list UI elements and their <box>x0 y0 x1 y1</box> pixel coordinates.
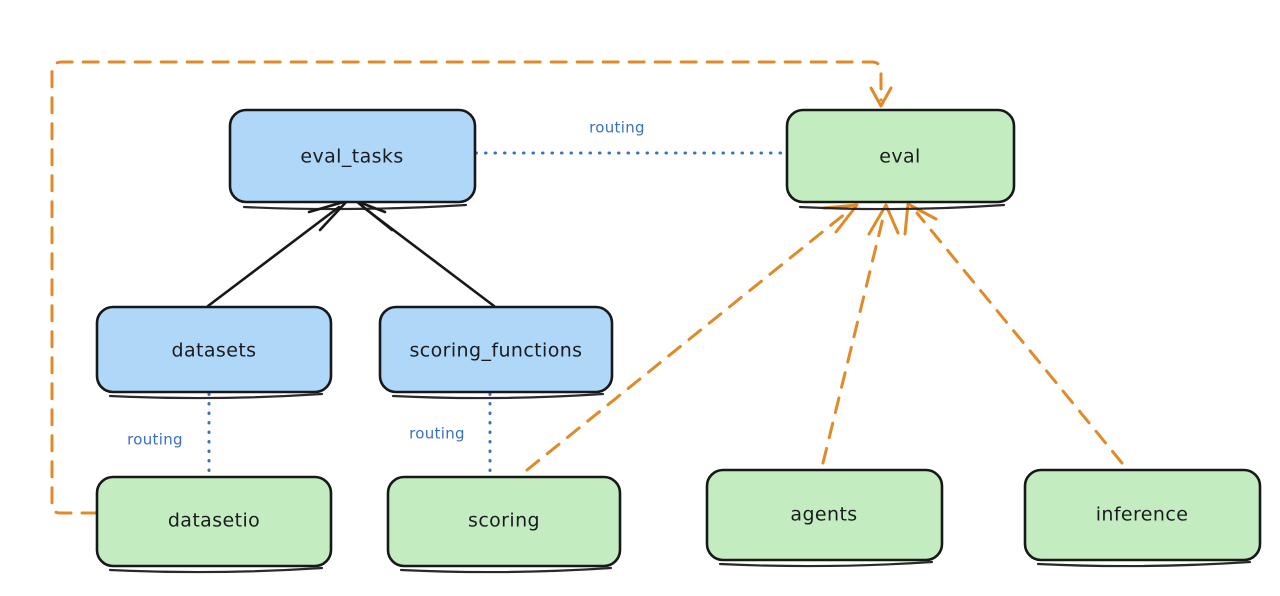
node-agents-shape[interactable] <box>705 468 944 562</box>
node-eval[interactable]: eval <box>785 108 1016 211</box>
edge-label-routing-eval-tasks-eval: routing <box>589 119 645 137</box>
node-datasets-shape[interactable] <box>95 305 333 394</box>
node-datasetio-shape[interactable] <box>95 475 333 568</box>
arrowhead-eval-bottom-3 <box>903 202 938 236</box>
node-eval-shape[interactable] <box>785 108 1016 204</box>
node-scoring-functions-label: scoring_functions <box>410 340 583 362</box>
edge-label-routing-scoring-functions-scoring: routing <box>409 425 465 443</box>
edge-datasetio-eval <box>50 60 893 515</box>
edge-label-routing-datasets-datasetio: routing <box>127 431 183 449</box>
node-scoring-shape[interactable] <box>386 475 622 568</box>
node-layer: eval_tasks eval datasets scoring_functio… <box>95 108 1262 574</box>
edge-agents-eval <box>821 203 900 465</box>
edge-scoring-functions-eval-tasks <box>354 199 496 308</box>
edge-layer <box>50 60 1124 515</box>
node-datasets-label: datasets <box>172 340 257 362</box>
node-agents-label: agents <box>790 504 857 526</box>
node-datasets[interactable]: datasets <box>95 305 333 400</box>
node-datasetio[interactable]: datasetio <box>95 475 333 574</box>
node-eval-label: eval <box>879 146 920 168</box>
node-scoring-functions-shape[interactable] <box>378 305 614 394</box>
node-eval-tasks[interactable]: eval_tasks <box>228 108 477 211</box>
arrowhead-eval-bottom-2 <box>867 203 900 236</box>
arrowhead-eval-top <box>869 86 893 108</box>
node-scoring[interactable]: scoring <box>386 475 622 574</box>
edge-label-layer: routing routing routing <box>127 119 645 449</box>
edge-scoring-eval <box>525 203 859 472</box>
node-scoring-functions[interactable]: scoring_functions <box>378 305 614 400</box>
node-scoring-label: scoring <box>468 510 540 532</box>
node-datasetio-label: datasetio <box>168 510 260 532</box>
node-eval-tasks-label: eval_tasks <box>300 146 403 168</box>
node-inference-shape[interactable] <box>1023 468 1262 562</box>
node-eval-tasks-shape[interactable] <box>228 108 477 204</box>
arrowhead-eval-bottom-1 <box>822 203 859 234</box>
edge-datasets-eval-tasks <box>206 199 349 308</box>
node-agents[interactable]: agents <box>705 468 944 568</box>
edge-inference-eval <box>903 202 1124 465</box>
arrowhead-eval-tasks-2 <box>354 199 394 232</box>
node-inference-label: inference <box>1096 504 1189 526</box>
node-inference[interactable]: inference <box>1023 468 1262 568</box>
